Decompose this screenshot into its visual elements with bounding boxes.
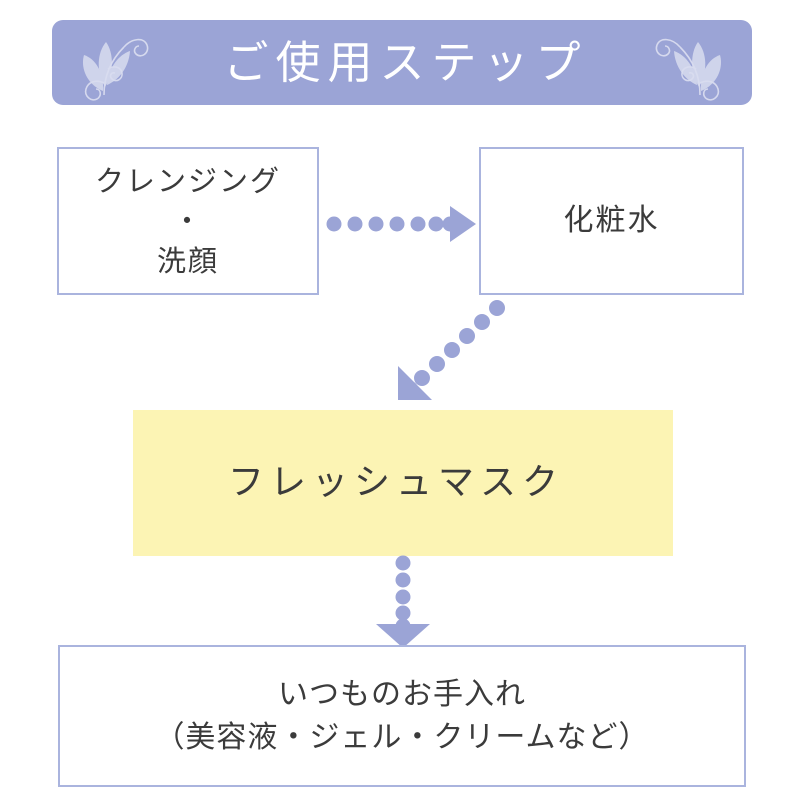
header-banner: ご使用ステップ bbox=[52, 20, 752, 105]
step-box-cleansing: クレンジング ・ 洗顔 bbox=[57, 147, 319, 295]
step-box-routine-care: いつものお手入れ （美容液・ジェル・クリームなど） bbox=[58, 645, 746, 787]
page-title: ご使用ステップ bbox=[223, 36, 588, 89]
connector-arrow-down-icon bbox=[376, 555, 430, 648]
step-label-cleansing: クレンジング ・ 洗顔 bbox=[94, 163, 281, 278]
step-box-fresh-mask: フレッシュマスク bbox=[133, 410, 673, 556]
step-box-toner: 化粧水 bbox=[479, 147, 744, 295]
connector-arrow-right-icon bbox=[326, 206, 476, 242]
connector-arrow-down-left-icon bbox=[398, 300, 505, 400]
step-label-fresh-mask: フレッシュマスク bbox=[227, 462, 564, 504]
step-label-routine-care: いつものお手入れ （美容液・ジェル・クリームなど） bbox=[154, 676, 650, 756]
step-label-toner: 化粧水 bbox=[563, 202, 660, 238]
